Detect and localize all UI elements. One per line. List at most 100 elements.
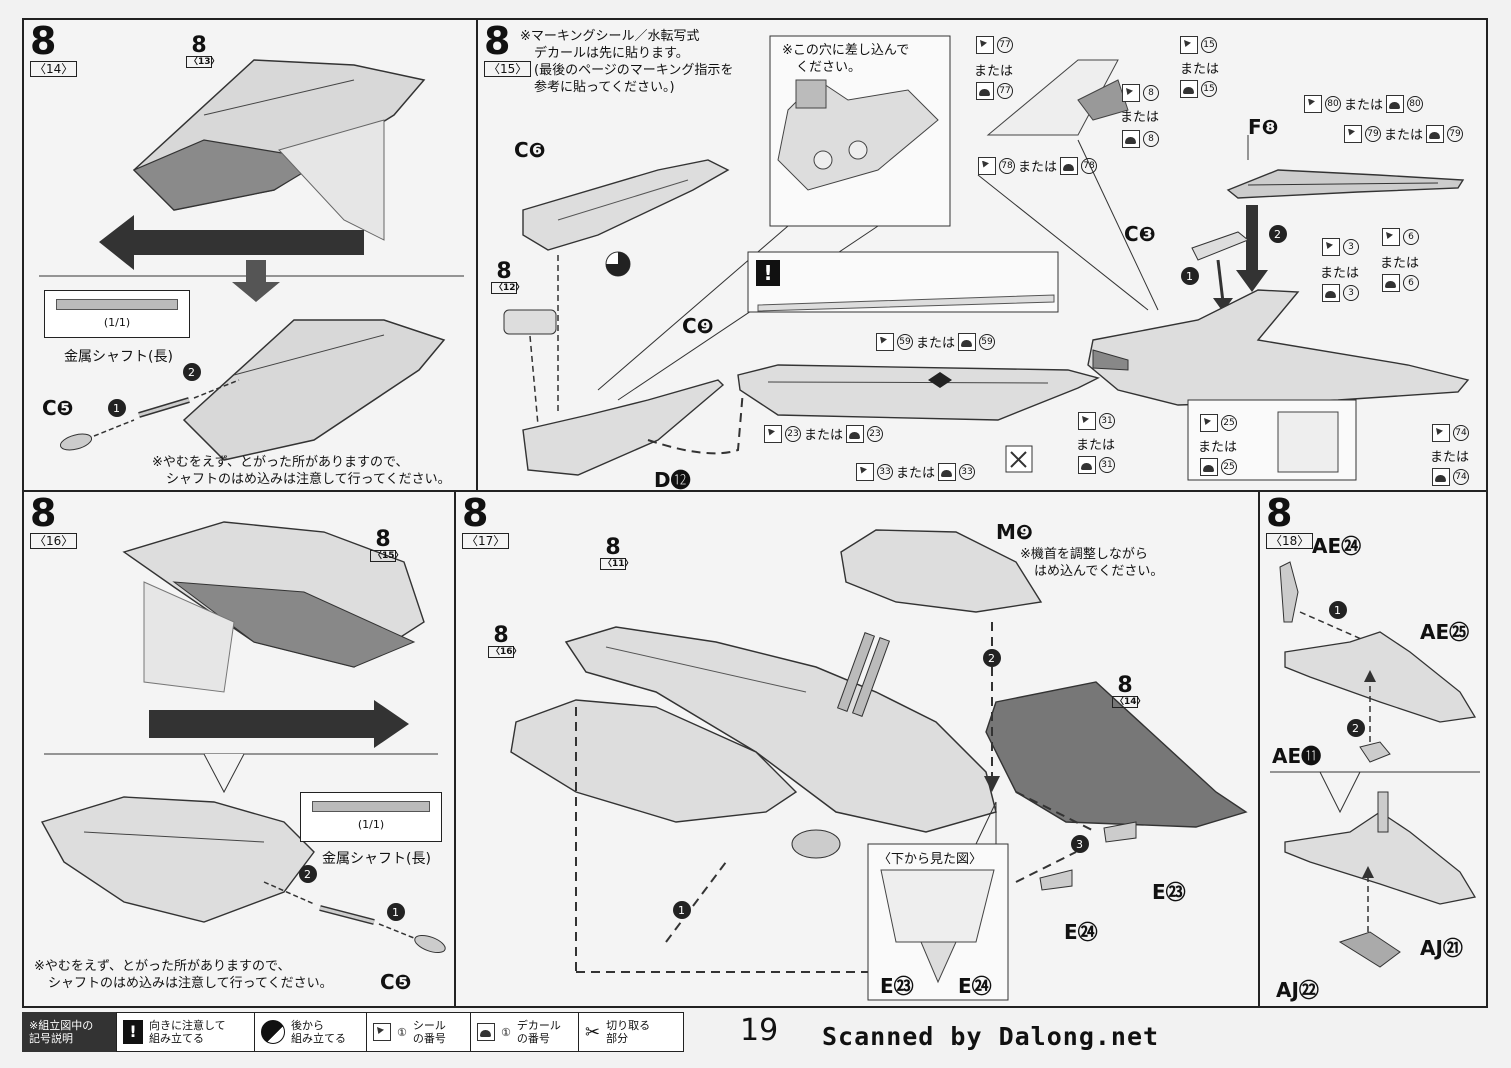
panel-step-14: 1 2 8 〈14〉 8 〈13〉 (1/1) 金属シャフト(長) C❺ ※やむ… <box>22 18 478 492</box>
decal-icon <box>1382 274 1400 292</box>
reference-step-14: 8 〈14〉 <box>1112 675 1146 708</box>
step-number: 8 〈16〉 <box>30 494 78 549</box>
svg-text:1: 1 <box>113 402 120 415</box>
scan-credit: Scanned by Dalong.net <box>822 1022 1160 1051</box>
under-view-label: 〈下から見た図〉 <box>878 852 983 867</box>
sticker-3: 3 <box>1322 238 1359 256</box>
decal-icon <box>958 332 977 351</box>
sticker-icon <box>1432 424 1450 442</box>
or-label: または <box>1076 438 1116 453</box>
part-c9: C❾ <box>682 314 714 338</box>
legend-cut-part: ✂ 切り取る部分 <box>578 1012 684 1052</box>
or-label: または <box>974 64 1014 79</box>
sticker-25: 25 <box>1200 414 1237 432</box>
insert-note: ※この穴に差し込んで ください。 <box>782 43 910 75</box>
sticker-icon <box>1304 94 1322 113</box>
legend-title: ※組立図中の記号説明 <box>22 1012 122 1052</box>
reference-step-16: 8 〈16〉 <box>488 625 522 658</box>
sticker-icon <box>1344 124 1362 143</box>
or-label: または <box>1180 62 1220 77</box>
sticker-31: 31 <box>1078 412 1115 430</box>
svg-text:2: 2 <box>188 366 195 379</box>
sticker-icon <box>1200 414 1218 432</box>
sticker-icon <box>856 462 874 481</box>
caution-note: ※やむをえず、とがった所がありますので、 シャフトのはめ込みは注意して行ってくだ… <box>152 455 451 487</box>
half-circle-icon <box>261 1020 285 1044</box>
legend-orientation: ! 向きに注意して組み立てる <box>116 1012 258 1052</box>
sticker-icon <box>1122 84 1140 102</box>
step-18-illustration: 1 2 <box>1270 561 1480 968</box>
part-e24-under: E㉔ <box>958 974 992 998</box>
svg-text:2: 2 <box>988 652 995 665</box>
decal-icon <box>976 82 994 100</box>
panel-step-16: 1 2 8 〈16〉 8 〈15〉 (1/1) 金属シャフト(長) C❺ ※やむ… <box>22 490 456 1008</box>
svg-text:1: 1 <box>392 906 399 919</box>
decal-3: 3 <box>1322 284 1359 302</box>
decal-77: 77 <box>976 82 1013 100</box>
reference-step-11: 8 〈11〉 <box>600 537 634 570</box>
part-aj21: AJ㉑ <box>1420 936 1463 960</box>
shaft-name: 金属シャフト(長) <box>64 349 173 365</box>
decal-icon <box>1386 94 1405 113</box>
part-ae24: AE㉔ <box>1312 534 1362 558</box>
metal-shaft-diagram: (1/1) <box>44 290 190 338</box>
panel-step-17: 2 3 1 8 〈17〉 8 〈11〉 8 〈16〉 8 〈14〉 M❾ ※機首… <box>454 490 1260 1008</box>
shaft-name: 金属シャフト(長) <box>322 851 431 867</box>
step-17-illustration: 2 3 1 <box>510 529 1248 1001</box>
sticker-icon <box>876 332 894 351</box>
sticker-icon <box>1382 228 1400 246</box>
decal-icon <box>1180 80 1198 98</box>
part-f8: F❽ <box>1248 115 1279 139</box>
warning-icon: ! <box>756 260 780 286</box>
nose-note: ※機首を調整しながら はめ込んでください。 <box>1020 547 1164 579</box>
decal-icon <box>1060 156 1079 175</box>
sticker-icon <box>976 36 994 54</box>
decal-icon <box>846 424 865 443</box>
decal-icon <box>1122 130 1140 148</box>
metal-shaft-diagram: (1/1) <box>300 792 442 842</box>
step-number: 8 〈18〉 <box>1266 494 1314 549</box>
svg-text:2: 2 <box>304 868 311 881</box>
part-c6: C❻ <box>514 138 546 162</box>
or-label: または <box>1198 440 1238 455</box>
decal-icon <box>1322 284 1340 302</box>
sticker-icon <box>1078 412 1096 430</box>
or-label: または <box>1380 256 1420 271</box>
decal-25: 25 <box>1200 458 1237 476</box>
svg-text:1: 1 <box>1334 604 1341 617</box>
step-15-illustration: 1 2 <box>503 35 1470 481</box>
scissors-icon: ✂ <box>585 1021 601 1043</box>
legend-decal-number: ① デカールの番号 <box>470 1012 582 1052</box>
sticker-74: 74 <box>1432 424 1469 442</box>
decal-icon <box>1432 468 1450 486</box>
step-number: 8 〈14〉 <box>30 22 78 77</box>
part-e23-under: E㉓ <box>880 974 914 998</box>
or-label: または <box>1320 266 1360 281</box>
svg-text:3: 3 <box>1076 838 1083 851</box>
step-16-illustration: 1 2 <box>40 521 446 954</box>
panel-step-15: 1 2 8 〈15〉 ※マーキングシール／水転写式 デカールは先に貼ります。 (… <box>476 18 1488 492</box>
part-d12: D⓬ <box>654 468 691 492</box>
decal-icon <box>938 462 957 481</box>
part-e23: E㉓ <box>1152 880 1186 904</box>
sticker-icon <box>764 424 782 443</box>
or-label: または <box>1430 450 1470 465</box>
decal-15: 15 <box>1180 80 1217 98</box>
sticker-8: 8 <box>1122 84 1159 102</box>
sticker-icon <box>1322 238 1340 256</box>
step-14-illustration: 1 2 <box>39 59 464 461</box>
svg-text:1: 1 <box>678 904 685 917</box>
legend-assemble-later: 後から組み立てる <box>254 1012 372 1052</box>
decal-8: 8 <box>1122 130 1159 148</box>
decal-note: ※マーキングシール／水転写式 デカールは先に貼ります。 (最後のページのマーキン… <box>520 29 734 95</box>
sticker-icon <box>1180 36 1198 54</box>
sticker-icon <box>373 1023 391 1041</box>
sticker-icon <box>978 156 996 175</box>
part-c5: C❺ <box>380 970 412 994</box>
sticker-77: 77 <box>976 36 1013 54</box>
